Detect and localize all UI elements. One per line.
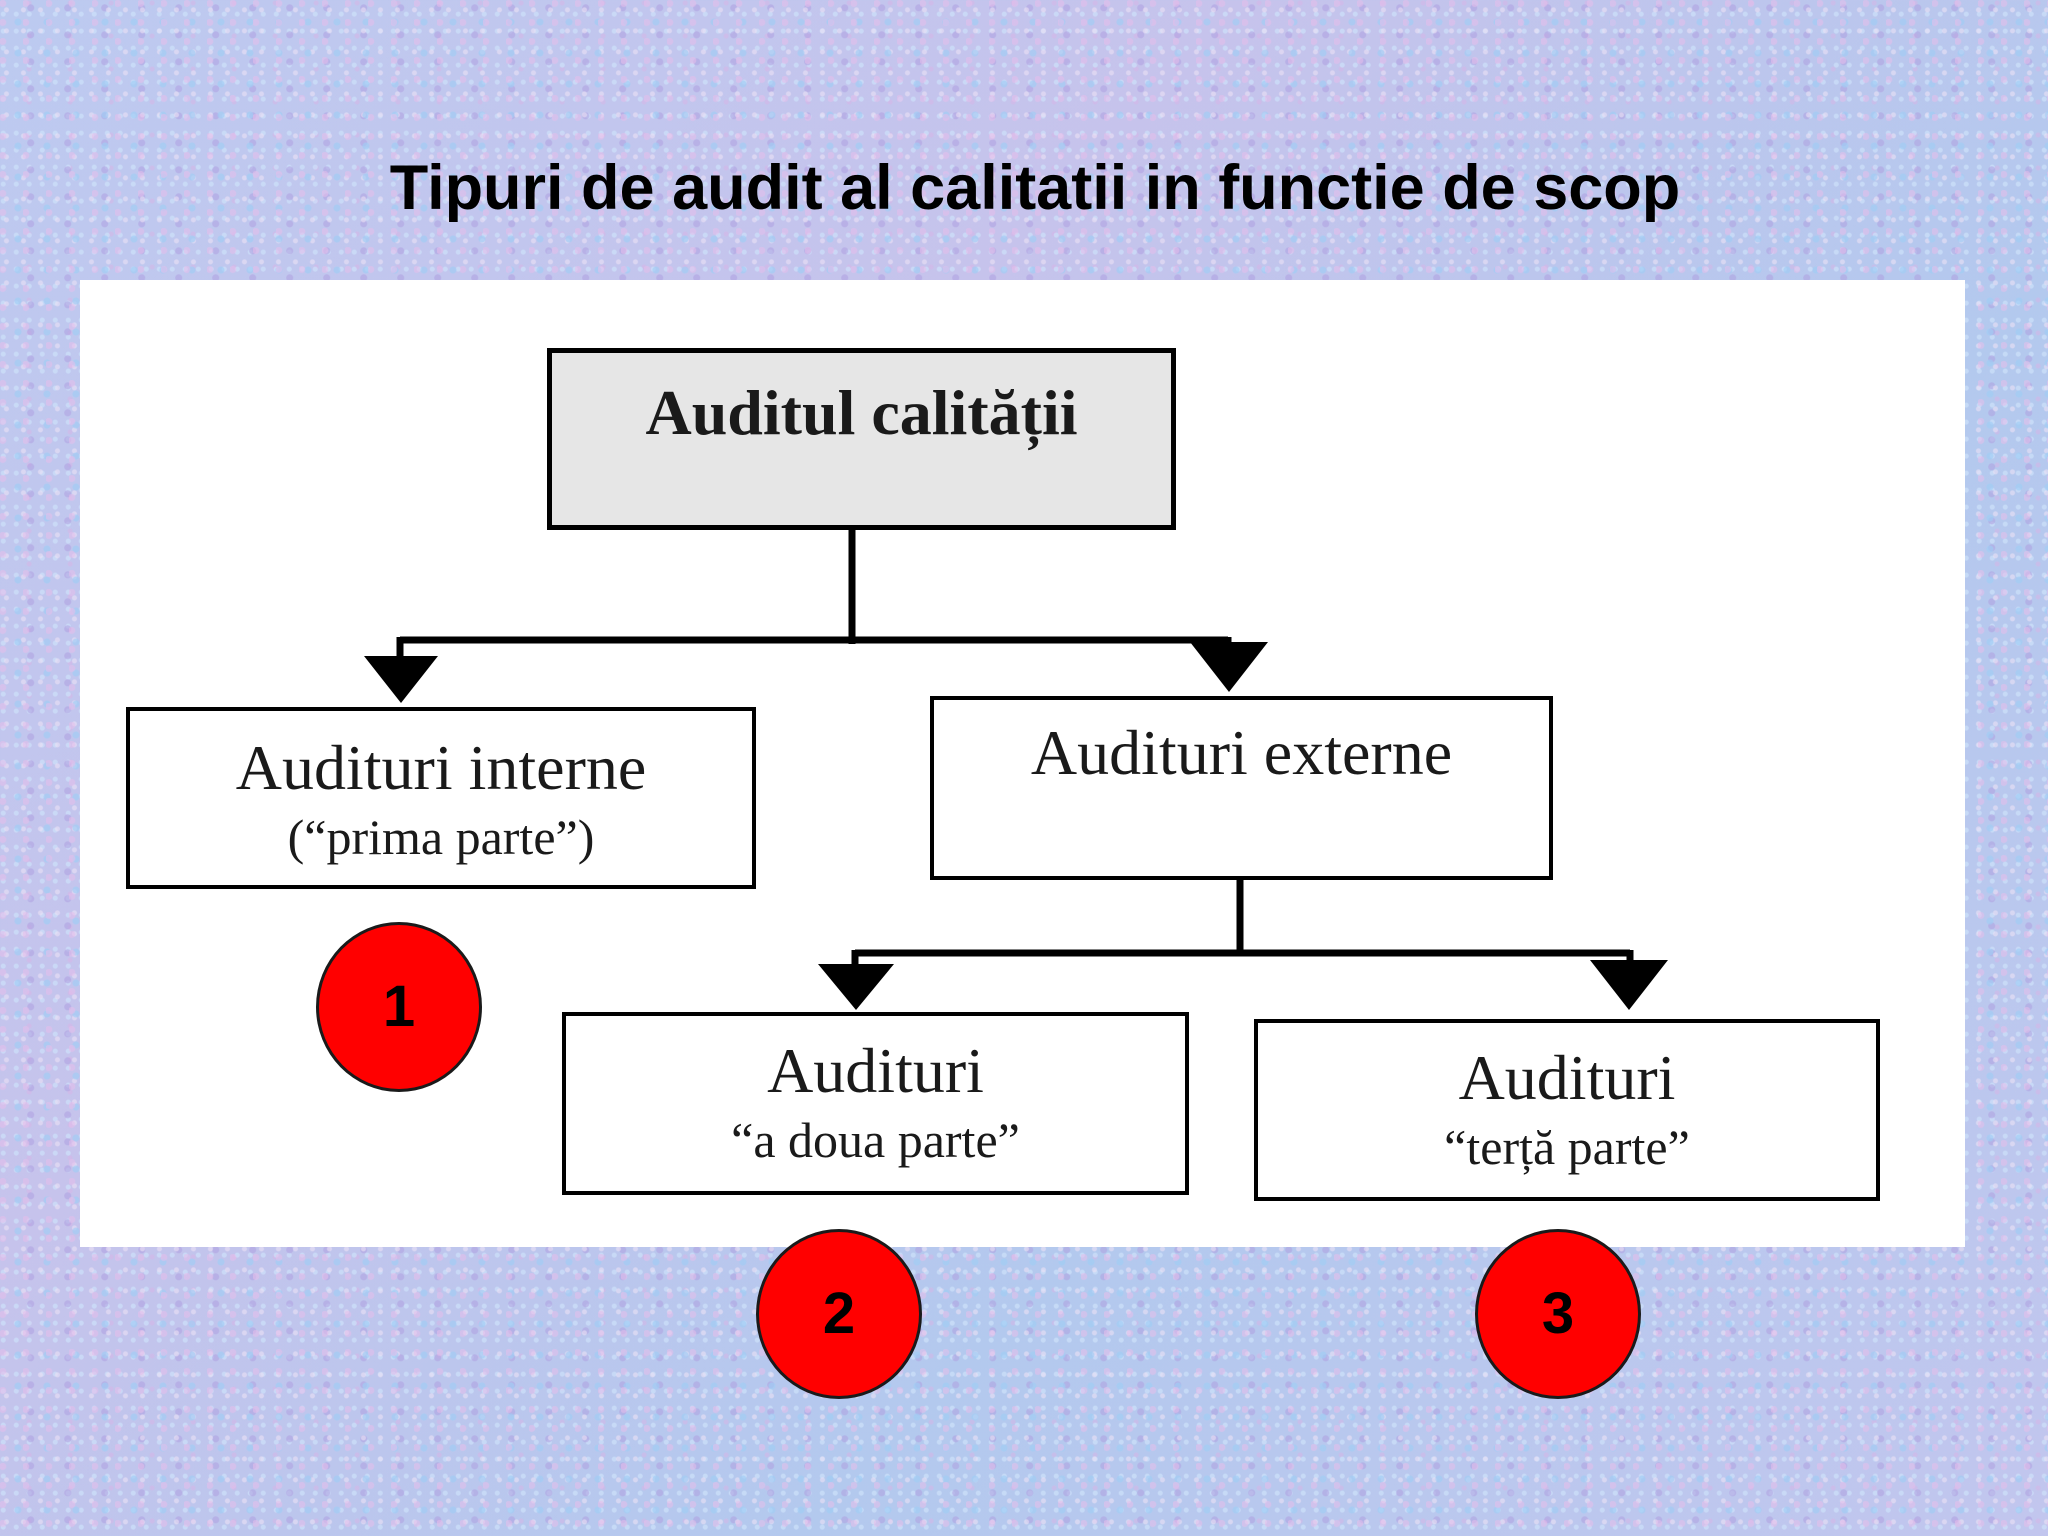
internal-audits-sublabel: (“prima parte”) (287, 809, 595, 865)
third-party-audits-label: Audituri (1458, 1042, 1676, 1113)
third-party-audits-sublabel: “terță parte” (1444, 1119, 1690, 1175)
slide-title: Tipuri de audit al calitatii in functie … (389, 153, 1681, 223)
arrow-to-second (818, 964, 894, 1010)
internal-audits-box: Audituri interne (“prima parte”) (126, 707, 756, 889)
root-node-box: Auditul calității (547, 348, 1176, 530)
root-node-label: Auditul calității (645, 377, 1078, 448)
second-party-audits-sublabel: “a doua parte” (731, 1112, 1020, 1168)
badge-internal-number: 1 (316, 922, 482, 1092)
badge-third-party-number: 3 (1475, 1229, 1641, 1399)
arrow-to-third (1590, 960, 1668, 1010)
external-audits-box: Audituri externe (930, 696, 1553, 880)
second-party-audits-box: Audituri “a doua parte” (562, 1012, 1189, 1195)
second-party-audits-label: Audituri (767, 1035, 984, 1106)
arrow-to-internal (364, 656, 438, 703)
arrow-to-external (1190, 642, 1268, 692)
external-audits-label: Audituri externe (1030, 717, 1453, 788)
internal-audits-label: Audituri interne (235, 732, 647, 803)
third-party-audits-box: Audituri “terță parte” (1254, 1019, 1880, 1201)
badge-second-party-number: 2 (756, 1229, 922, 1399)
